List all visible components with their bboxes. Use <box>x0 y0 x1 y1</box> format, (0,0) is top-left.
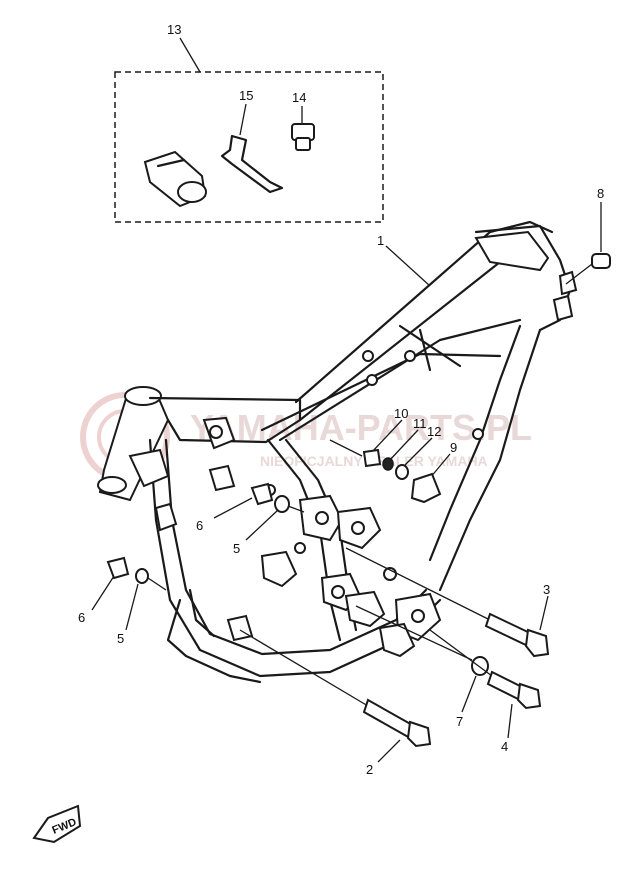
part-4-bolt <box>429 629 542 739</box>
callout-14: 14 <box>292 90 306 105</box>
part-14-bolt <box>291 106 315 151</box>
parts-9-12-stack <box>329 419 451 504</box>
callout-12: 12 <box>427 424 441 439</box>
callout-3: 3 <box>543 582 550 597</box>
fwd-arrow-icon: FWD <box>32 804 82 844</box>
callout-6-lower: 6 <box>78 610 85 625</box>
parts-5-6-upper <box>213 482 305 541</box>
callout-10: 10 <box>394 406 408 421</box>
callout-13: 13 <box>167 22 181 37</box>
callout-5-lower: 5 <box>117 631 124 646</box>
part-15-bracket <box>220 103 284 194</box>
kit-13-box <box>114 37 384 223</box>
part-13-cover <box>143 150 207 208</box>
part-2-bolt <box>239 629 432 763</box>
callout-9: 9 <box>450 440 457 455</box>
part-3-bolt <box>345 547 550 658</box>
callout-8: 8 <box>597 186 604 201</box>
parts-5-6-lower <box>91 556 167 631</box>
callout-1: 1 <box>377 233 384 248</box>
callout-6-upper: 6 <box>196 518 203 533</box>
callout-5-upper: 5 <box>233 541 240 556</box>
main-frame <box>97 220 578 684</box>
part-8-damper <box>565 202 611 285</box>
callout-2: 2 <box>366 762 373 777</box>
callout-11: 11 <box>413 416 427 431</box>
callout-4: 4 <box>501 739 508 754</box>
callout-7: 7 <box>456 714 463 729</box>
callout-15: 15 <box>239 88 253 103</box>
